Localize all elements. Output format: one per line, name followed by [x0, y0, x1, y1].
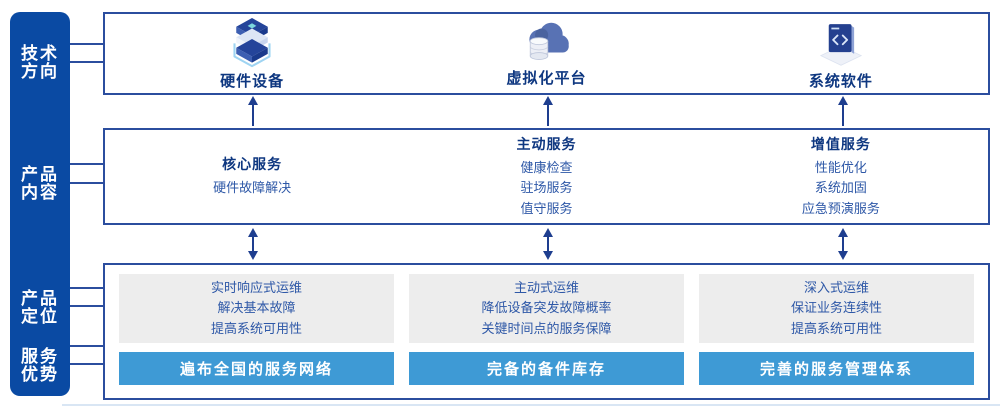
service-line: 硬件故障解决	[213, 180, 292, 196]
tech-item-hardware: 硬件设备	[105, 14, 399, 93]
positioning-panel: 主动式运维 降低设备突发故障概率 关键时间点的服务保障	[409, 274, 684, 343]
positioning-line: 提高系统可用性	[210, 320, 302, 336]
sidebar-item-service-advantage: 服务 优势	[10, 348, 70, 384]
sidebar-item-product-content: 产品 内容	[10, 166, 70, 202]
positioning-line: 保证业务连续性	[790, 300, 882, 316]
baseline-divider	[62, 404, 1000, 406]
tech-item-virtualization: 虚拟化平台	[399, 14, 693, 93]
sidebar-label-line: 技术	[21, 44, 59, 63]
sidebar-item-product-positioning: 产品 定位	[10, 290, 70, 326]
tech-item-label: 系统软件	[808, 72, 873, 90]
positioning-column-realtime: 实时响应式运维 解决基本故障 提高系统可用性 遍布全国的服务网络	[119, 274, 394, 385]
service-title: 主动服务	[516, 135, 577, 152]
cloud-database-icon	[529, 22, 570, 60]
tech-item-label: 虚拟化平台	[506, 70, 587, 87]
positioning-panel: 实时响应式运维 解决基本故障 提高系统可用性	[119, 274, 394, 343]
arrow-up-icon	[248, 96, 258, 126]
connector-line	[70, 61, 103, 63]
tech-direction-box: 硬件设备 虚拟化平台	[103, 12, 990, 95]
product-content-box: 核心服务 硬件故障解决 主动服务 健康检查 驻场服务 值守服务 增值服务 性能优…	[103, 128, 990, 225]
service-line: 驻场服务	[520, 180, 573, 196]
service-line: 性能优化	[814, 159, 867, 175]
sidebar-item-tech-direction: 技术 方向	[10, 45, 70, 81]
arrow-up-icon	[543, 96, 553, 126]
service-value-added: 增值服务 性能优化 系统加固 应急预演服务	[694, 130, 988, 223]
sidebar-label-line: 定位	[21, 307, 59, 326]
arrow-up-down-icon	[838, 228, 848, 260]
advantage-bar: 遍布全国的服务网络	[119, 352, 394, 385]
positioning-column-indepth: 深入式运维 保证业务连续性 提高系统可用性 完善的服务管理体系	[699, 274, 974, 385]
sidebar-label-line: 服务	[21, 347, 59, 366]
service-line: 值守服务	[520, 200, 573, 216]
service-proactive: 主动服务 健康检查 驻场服务 值守服务	[399, 130, 693, 223]
positioning-panel: 深入式运维 保证业务连续性 提高系统可用性	[699, 274, 974, 343]
service-line: 应急预演服务	[801, 200, 880, 216]
service-title: 核心服务	[222, 156, 283, 173]
service-core: 核心服务 硬件故障解决	[105, 130, 399, 223]
advantage-bar: 完备的备件库存	[409, 352, 684, 385]
sidebar-label-line: 产品	[21, 289, 59, 308]
arrow-up-icon	[838, 96, 848, 126]
positioning-line: 深入式运维	[803, 279, 869, 295]
connector-line	[70, 163, 103, 165]
positioning-line: 解决基本故障	[217, 300, 296, 316]
arrow-up-down-icon	[248, 228, 258, 260]
product-positioning-box: 实时响应式运维 解决基本故障 提高系统可用性 遍布全国的服务网络 主动式运维 降…	[103, 263, 990, 400]
sidebar-label-line: 产品	[21, 165, 59, 184]
arrow-up-down-icon	[543, 228, 553, 260]
tech-item-label: 硬件设备	[220, 72, 285, 90]
positioning-line: 提高系统可用性	[790, 320, 882, 336]
sidebar-label-line: 内容	[21, 183, 59, 202]
positioning-line: 关键时间点的服务保障	[481, 320, 612, 336]
service-title: 增值服务	[810, 135, 871, 152]
service-line: 健康检查	[520, 159, 573, 175]
connector-line	[70, 43, 103, 45]
positioning-column-proactive: 主动式运维 降低设备突发故障概率 关键时间点的服务保障 完备的备件库存	[409, 274, 684, 385]
connector-line	[70, 305, 103, 307]
category-sidebar: 技术 方向 产品 内容 产品 定位 服务 优势	[10, 12, 70, 396]
positioning-line: 主动式运维	[513, 279, 579, 295]
positioning-line: 降低设备突发故障概率	[481, 300, 612, 316]
sidebar-label-line: 优势	[21, 365, 59, 384]
advantage-bar: 完善的服务管理体系	[699, 352, 974, 385]
server-stack-icon	[233, 17, 271, 67]
connector-line	[70, 287, 103, 289]
connector-line	[70, 182, 103, 184]
connector-line	[70, 345, 103, 347]
connector-line	[70, 363, 103, 365]
positioning-line: 实时响应式运维	[210, 279, 302, 295]
tech-item-system-software: 系统软件	[694, 14, 988, 93]
sidebar-label-line: 方向	[21, 62, 59, 81]
code-window-icon	[819, 23, 862, 66]
service-line: 系统加固	[814, 180, 867, 196]
